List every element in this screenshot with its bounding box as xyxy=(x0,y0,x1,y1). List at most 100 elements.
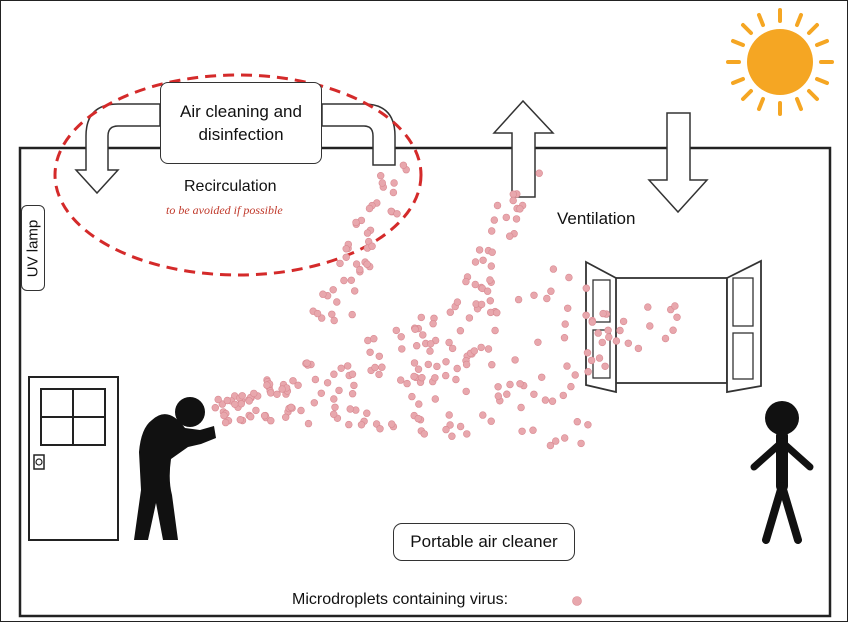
droplet xyxy=(551,437,560,445)
droplet xyxy=(604,326,612,334)
air-cleaning-line2: disinfection xyxy=(198,125,284,144)
droplet xyxy=(340,276,348,285)
droplet xyxy=(252,406,260,415)
droplet xyxy=(310,399,318,407)
droplet xyxy=(352,260,361,268)
air-cleaning-box: Air cleaning and disinfection xyxy=(160,82,322,164)
droplet xyxy=(393,210,401,218)
droplet xyxy=(375,352,383,360)
droplet xyxy=(356,265,364,274)
droplet xyxy=(418,374,426,382)
droplet xyxy=(484,345,493,353)
droplet xyxy=(471,258,480,266)
droplet xyxy=(368,242,376,250)
uv-lamp-box: UV lamp xyxy=(21,205,45,291)
droplet xyxy=(506,232,514,240)
droplet xyxy=(537,373,546,381)
droplet xyxy=(465,314,474,322)
droplet xyxy=(488,248,496,256)
droplet xyxy=(448,432,456,440)
droplet xyxy=(565,273,573,282)
droplet xyxy=(317,389,325,397)
portable-air-cleaner-label: Portable air cleaner xyxy=(410,532,558,551)
droplet xyxy=(529,426,537,434)
droplet xyxy=(445,411,453,419)
person-standing-icon xyxy=(750,401,814,544)
droplet xyxy=(408,392,416,401)
droplet xyxy=(571,371,579,379)
droplet xyxy=(236,416,245,424)
droplet xyxy=(477,300,486,309)
droplet xyxy=(477,343,485,352)
droplet xyxy=(442,371,450,380)
droplet xyxy=(311,375,320,384)
legend-droplet xyxy=(572,596,582,606)
droplet xyxy=(605,333,613,341)
droplet xyxy=(377,172,385,180)
droplet xyxy=(313,309,322,318)
droplet xyxy=(487,262,495,270)
portable-air-cleaner-box: Portable air cleaner xyxy=(393,523,575,561)
droplet xyxy=(346,405,354,413)
droplet xyxy=(335,386,343,395)
droplet xyxy=(493,309,501,317)
droplet xyxy=(582,311,590,319)
droplet xyxy=(530,291,538,299)
droplet xyxy=(245,397,253,405)
droplet xyxy=(446,308,454,316)
droplet xyxy=(486,297,494,305)
droplet xyxy=(231,400,239,408)
droplet xyxy=(452,375,460,384)
droplet xyxy=(342,245,350,253)
droplet xyxy=(517,403,525,412)
droplet xyxy=(534,338,542,346)
droplet xyxy=(560,334,569,342)
droplet xyxy=(388,420,396,428)
droplet xyxy=(366,348,374,356)
droplet xyxy=(378,179,386,187)
droplet xyxy=(363,409,371,417)
door-icon xyxy=(28,376,119,541)
air-cleaning-line1: Air cleaning and xyxy=(180,102,302,121)
droplet xyxy=(516,205,524,213)
droplet xyxy=(502,213,510,222)
droplet xyxy=(330,410,338,418)
droplet xyxy=(509,190,517,198)
droplet xyxy=(350,381,358,390)
droplet xyxy=(561,320,569,328)
person-coughing-icon xyxy=(134,397,216,540)
droplet xyxy=(260,412,269,420)
droplet xyxy=(250,389,258,398)
droplet xyxy=(669,326,677,334)
droplet xyxy=(375,370,383,379)
curved-arrow-right-icon xyxy=(321,103,396,166)
droplet xyxy=(424,360,432,369)
droplet xyxy=(410,372,418,381)
droplet xyxy=(220,411,228,420)
droplet xyxy=(238,392,246,400)
droplet xyxy=(448,344,457,353)
droplet xyxy=(330,316,338,325)
droplet xyxy=(411,325,419,333)
droplet xyxy=(512,215,521,223)
droplet xyxy=(616,326,624,335)
droplet xyxy=(619,317,628,326)
curved-arrow-left-icon xyxy=(74,103,161,195)
droplet xyxy=(304,419,313,428)
droplet xyxy=(347,276,355,284)
droplet xyxy=(514,295,523,304)
droplet xyxy=(479,256,487,264)
droplet xyxy=(417,313,425,322)
ventilation-label: Ventilation xyxy=(557,209,636,228)
recirculation-label: Recirculation xyxy=(184,178,277,195)
droplet xyxy=(287,403,295,411)
droplet xyxy=(433,362,441,371)
droplet xyxy=(289,377,297,385)
droplet xyxy=(462,360,471,369)
droplet xyxy=(509,196,517,205)
droplet xyxy=(503,390,511,398)
droplet xyxy=(363,229,372,237)
droplet xyxy=(330,395,338,403)
droplet xyxy=(588,318,596,326)
droplet xyxy=(415,400,423,408)
